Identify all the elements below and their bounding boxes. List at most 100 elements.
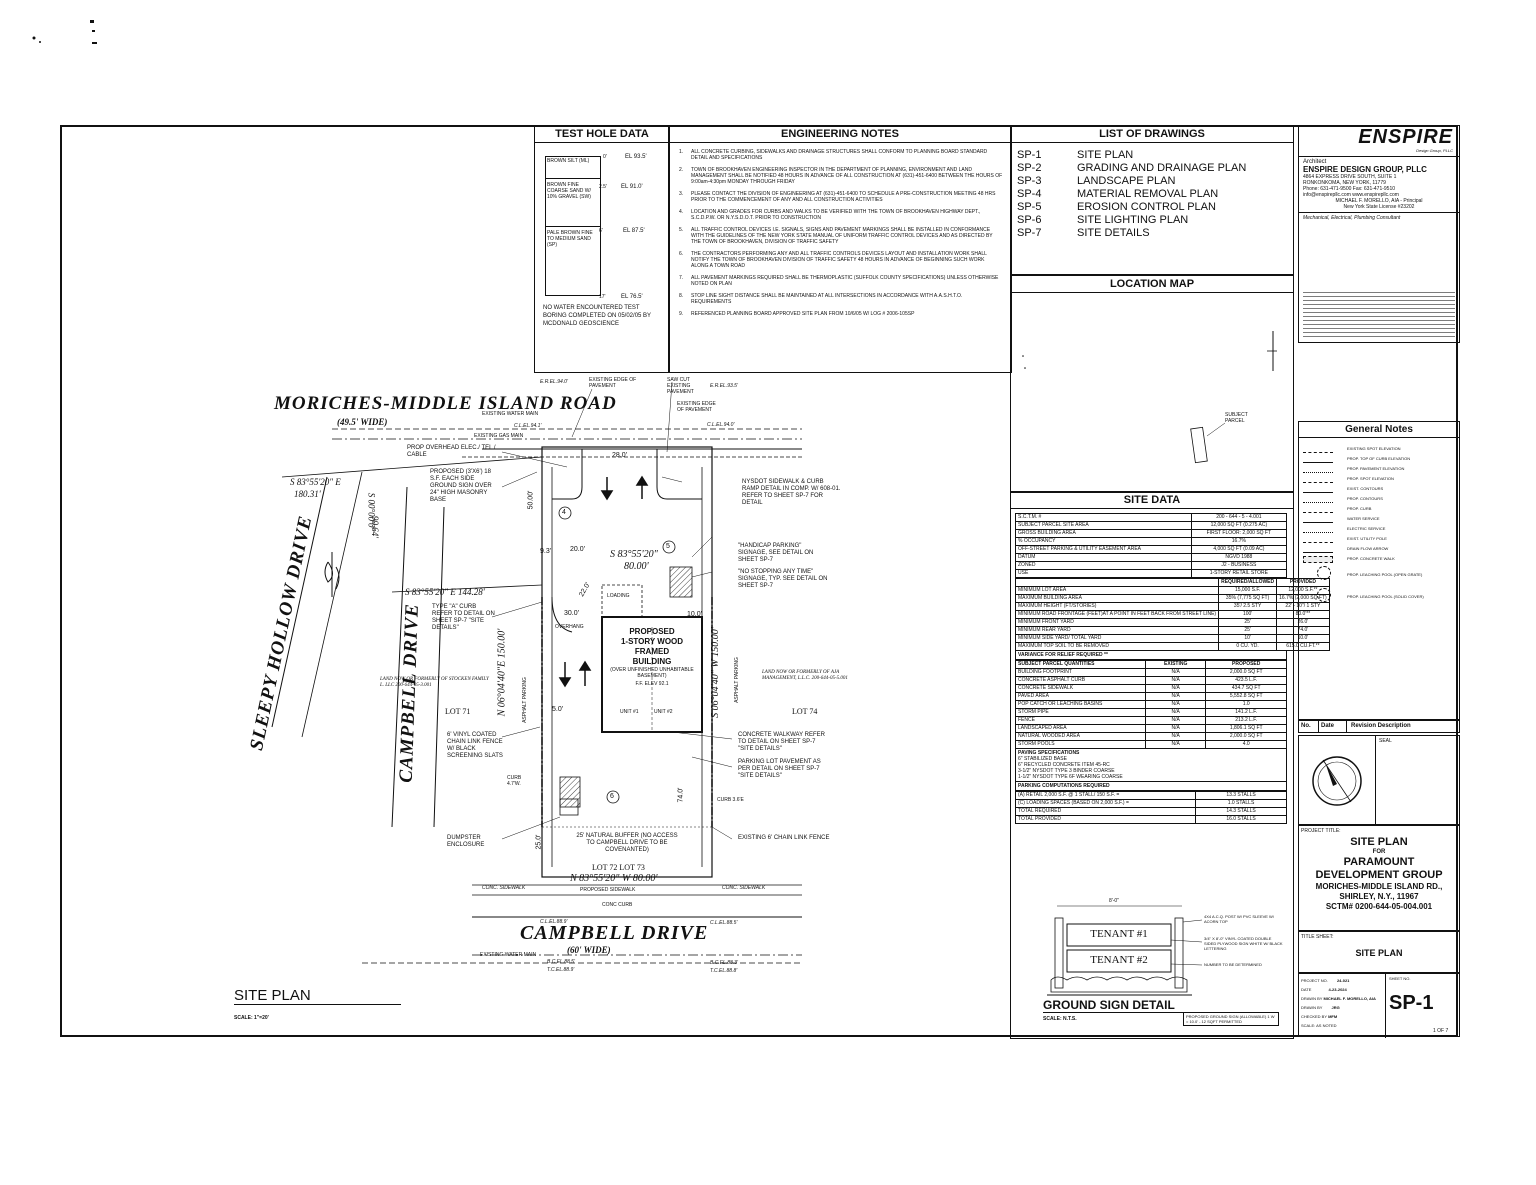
elevation-bottom-2: C.L.EL.88.5' [710, 920, 738, 926]
table-cell: 1-STORY RETAIL STORE [1190, 569, 1288, 578]
existing-gas-main-top: EXISTING GAS MAIN [474, 433, 524, 439]
layer-3-el: EL 87.5' [623, 228, 645, 234]
site-plan-title: SITE PLAN [234, 987, 401, 1005]
project-line-3: PARAMOUNT [1343, 856, 1415, 868]
engineering-notes-panel: ENGINEERING NOTES 1.ALL CONCRETE CURBING… [668, 125, 1012, 373]
road-label-moriches: MORICHES-MIDDLE ISLAND ROAD [274, 393, 617, 414]
legend-symbol [1303, 440, 1347, 458]
callout-saw-cut: SAW CUT EXISTING PAVEMENT [667, 377, 694, 395]
legend-label: PROP. CONCRETE WALK [1347, 556, 1395, 561]
elevation-cl-2: C.L.EL.94.0' [707, 422, 735, 428]
table-cell: % OCCUPANCY [1015, 537, 1192, 546]
table-cell: MINIMUM ROAD FRONTAGE (FEET)AT A POINT I… [1014, 610, 1220, 619]
lot-71: LOT 71 [445, 707, 471, 716]
ground-sign-detail: 8'-0" TENANT #1 TENANT #2 4X4 A.C.Q. POS… [1037, 898, 1287, 1035]
firm-phone: Phone: 631-471-9500 Fax: 631-471-9510 [1303, 186, 1396, 192]
curb-left: CURB 4.7'W. [507, 775, 522, 787]
table-cell: 1,806.1 SQ FT [1205, 724, 1287, 733]
bearing-2: S 83°55'20" E 144.28' [405, 587, 485, 597]
legend-label: EXIST. UTILITY POLE [1347, 536, 1387, 541]
legend-label: EXIST. CONTOURS [1347, 486, 1384, 491]
table-cell: MAXIMUM BUILDING AREA [1014, 594, 1220, 603]
unit-2-label: UNIT #2 [654, 709, 673, 715]
elevation-bottom-6: T.C.EL.88.8' [710, 968, 738, 974]
elevation-bottom-1: C.L.EL.88.9' [540, 919, 568, 925]
sign-note-3: NUMBER TO BE DETERMINED [1204, 962, 1262, 967]
table-cell: N/A [1144, 740, 1207, 749]
firm-address-2: RONKONKOMA, NEW YORK, 11779 [1303, 180, 1386, 186]
table-cell: OFF-STREET PARKING & UTILITY EASEMENT AR… [1015, 545, 1192, 554]
site-plan-area: MORICHES-MIDDLE ISLAND ROAD (49.5' WIDE)… [62, 127, 1010, 1035]
table-cell: ZONED [1015, 561, 1192, 570]
legend-label: PROP. CURB [1347, 506, 1372, 511]
architect-label: Architect [1303, 159, 1327, 165]
date-row: DATE 4-23-2024 [1301, 987, 1347, 992]
right-owner: LAND NOW OR FORMERLY OF AJA MANAGEMENT, … [762, 670, 848, 681]
firm-email: info@enspirepllc.com www.enspirepllc.com [1303, 192, 1399, 198]
legend-item: WATER SERVICE [1303, 514, 1455, 524]
table-cell: N/A [1144, 716, 1207, 725]
table-cell: MAXIMUM HEIGHT (FT/STORIES) [1014, 602, 1220, 611]
architect-box: ENSPIRE Design Group, PLLC Architect ENS… [1298, 125, 1460, 343]
table-cell: (C) LOADING SPACES (BASED ON 2,000 S.F.)… [1015, 799, 1196, 808]
sign-permit-box: PROPOSED GROUND SIGN (ALLOWABLE) 1 W = 1… [1183, 1012, 1279, 1026]
engineering-notes-list: 1.ALL CONCRETE CURBING, SIDEWALKS AND DR… [669, 143, 1011, 317]
table-cell: 141.2 L.F. [1205, 708, 1287, 717]
table-cell: STORM POOLS [1015, 740, 1146, 749]
legend-label: EXISTING SPOT ELEVATION [1347, 446, 1401, 451]
note-item: 8.STOP LINE SIGHT DISTANCE SHALL BE MAIN… [679, 293, 963, 305]
site-plan-scale: SCALE: 1"=20' [234, 1015, 269, 1021]
table-cell: REQUIRED/ALLOWED [1218, 578, 1278, 587]
table-cell: SUBJECT PARCEL SITE AREA [1015, 521, 1192, 530]
drawn-row: DRAWN BY MICHAEL F. MORELLO, AIA [1301, 996, 1376, 1001]
callout-dumpster: DUMPSTER ENCLOSURE [447, 835, 485, 848]
project-line-4: DEVELOPMENT GROUP [1315, 869, 1443, 881]
layer-3-depth: 6' [599, 228, 603, 234]
location-map-header: LOCATION MAP [1011, 276, 1293, 293]
stall-count-4: 4 [562, 509, 566, 516]
rev-no-label: No. [1299, 720, 1319, 732]
sign-width-dim: 8'-0" [1109, 898, 1119, 904]
callout-vinyl-fence: 6' VINYL COATED CHAIN LINK FENCE W/ BLAC… [447, 732, 503, 759]
legend-item: PROP. PAVEMENT ELEVATION [1303, 464, 1455, 474]
table-cell: N/A [1144, 668, 1207, 677]
loading-label: LOADING [607, 593, 630, 599]
enspire-logo-sub: Design Group, PLLC [1299, 148, 1459, 157]
table-cell: BUILDING FOOTPRINT [1015, 668, 1146, 677]
dim-93: 9.3' [540, 548, 552, 555]
conc-curb-bottom: CONC CURB [602, 902, 633, 908]
elevation-bottom-3: B.C.EL.88.5' [547, 959, 575, 965]
sign-note-1: 4X4 A.C.Q. POST W/ PVC SLEEVE W/ ACORN T… [1204, 914, 1274, 924]
dim-28: 28.0' [612, 452, 627, 459]
test-hole-panel: TEST HOLE DATA BROWN SILT (ML) 0' EL 93.… [534, 125, 670, 373]
note-item: 3.PLEASE CONTACT THE DIVISION OF ENGINEE… [679, 191, 996, 203]
layer-1-depth: 0' [603, 154, 607, 160]
table-cell: 1.0 [1205, 700, 1287, 709]
legend-label: ELECTRIC SERVICE [1347, 526, 1386, 531]
callout-parking-lot: PARKING LOT PAVEMENT AS PER DETAIL ON SH… [738, 759, 821, 779]
legend-item: EXISTING SPOT ELEVATION [1303, 444, 1455, 454]
test-hole-note: NO WATER ENCOUNTERED TEST BORING COMPLET… [543, 305, 651, 327]
table-cell: 100' [1218, 610, 1278, 619]
legend-label: DRAIN FLOW ARROW [1347, 546, 1389, 551]
table-cell: DATUM [1015, 553, 1192, 562]
bottom-depth: 17' [599, 294, 606, 300]
paving-line: 1-1/2" NYSDOT TYPE 6F WEARING COARSE [1018, 774, 1123, 780]
legend-label: PROP. LEACHING POOL (OPEN GRATE) [1347, 572, 1423, 577]
enspire-logo: ENSPIRE [1358, 126, 1453, 148]
table-cell: NATURAL WOODED AREA [1015, 732, 1146, 741]
table-row: MINIMUM ROAD FRONTAGE (FEET)AT A POINT I… [1014, 610, 1330, 619]
legend-label: PROP. CONTOURS [1347, 496, 1383, 501]
layer-3-desc: PALE BROWN FINE TO MEDIUM SAND (SP) [547, 230, 593, 248]
